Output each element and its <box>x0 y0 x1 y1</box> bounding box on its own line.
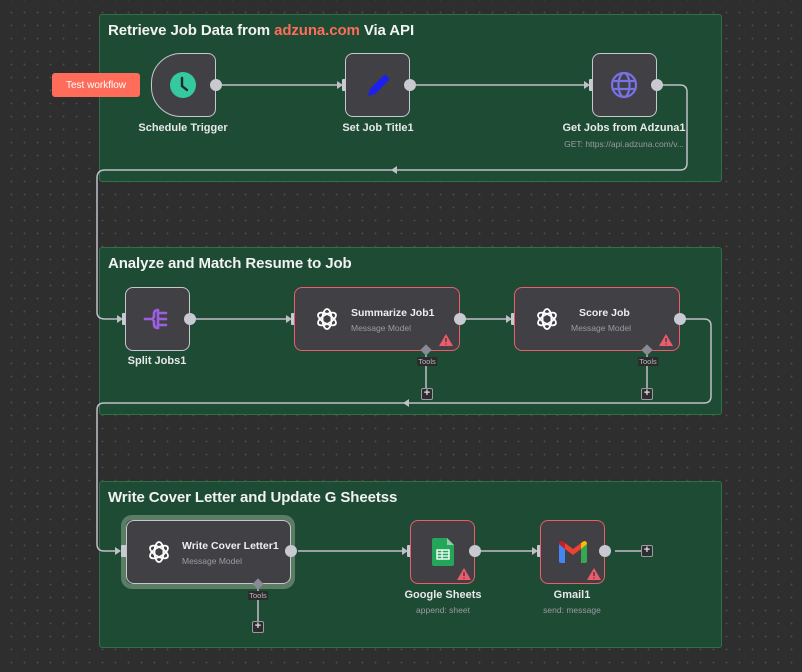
google-sheets-icon <box>431 537 455 567</box>
node-label: Get Jobs from Adzuna1 <box>562 122 686 134</box>
warning-icon <box>457 568 471 580</box>
node-subtitle: GET: https://api.adzuna.com/v... <box>564 139 684 149</box>
split-out-icon <box>142 304 172 334</box>
output-handle[interactable] <box>404 79 416 91</box>
pencil-icon <box>362 70 392 100</box>
node-subtitle: append: sheet <box>416 605 470 615</box>
node-schedule-trigger[interactable] <box>151 53 216 117</box>
add-tool-button[interactable]: + <box>421 388 433 400</box>
group-title-prefix: Retrieve Job Data from <box>108 22 275 39</box>
output-handle[interactable] <box>285 545 297 557</box>
warning-icon <box>587 568 601 580</box>
node-subtitle: send: message <box>543 605 601 615</box>
node-subtitle: Message Model <box>351 323 412 333</box>
add-tool-button[interactable]: + <box>252 621 264 633</box>
node-set-job-title[interactable] <box>345 53 410 117</box>
node-score-job[interactable]: Score Job Message Model <box>514 287 680 351</box>
output-handle[interactable] <box>599 545 611 557</box>
node-split-jobs[interactable] <box>125 287 190 351</box>
group-title: Analyze and Match Resume to Job <box>108 255 352 272</box>
output-handle[interactable] <box>184 313 196 325</box>
tools-label: Tools <box>638 357 658 366</box>
node-label: Score Job <box>579 307 630 319</box>
openai-icon <box>533 305 561 333</box>
clock-icon <box>168 70 198 100</box>
node-label: Split Jobs1 <box>127 355 187 367</box>
output-handle[interactable] <box>210 79 222 91</box>
output-handle[interactable] <box>651 79 663 91</box>
tools-label: Tools <box>417 357 437 366</box>
openai-icon <box>145 538 173 566</box>
node-subtitle: Message Model <box>182 556 243 566</box>
warning-icon <box>659 334 673 346</box>
gmail-icon <box>558 539 588 565</box>
openai-icon <box>313 305 341 333</box>
output-handle[interactable] <box>674 313 686 325</box>
node-label: Schedule Trigger <box>138 122 228 134</box>
input-handle[interactable] <box>121 545 127 557</box>
group-title-suffix: Via API <box>359 22 415 39</box>
node-label: Summarize Job1 <box>351 307 435 319</box>
node-label: Set Job Title1 <box>342 122 414 134</box>
output-handle[interactable] <box>469 545 481 557</box>
add-tool-button[interactable]: + <box>641 388 653 400</box>
group-title: Retrieve Job Data from adzuna.com Via AP… <box>108 22 414 39</box>
node-label: Google Sheets <box>404 589 482 601</box>
node-label: Gmail1 <box>553 589 591 601</box>
add-node-button[interactable]: + <box>641 545 653 557</box>
output-handle[interactable] <box>454 313 466 325</box>
node-label: Write Cover Letter1 <box>182 540 279 552</box>
node-subtitle: Message Model <box>571 323 632 333</box>
node-get-jobs-adzuna[interactable] <box>592 53 657 117</box>
test-workflow-button[interactable]: Test workflow <box>52 73 140 97</box>
node-summarize-job[interactable]: Summarize Job1 Message Model <box>294 287 460 351</box>
node-google-sheets[interactable] <box>410 520 475 584</box>
warning-icon <box>439 334 453 346</box>
group-title-link: adzuna.com <box>274 22 360 39</box>
node-gmail[interactable] <box>540 520 605 584</box>
tools-label: Tools <box>248 591 268 600</box>
globe-icon <box>609 70 639 100</box>
node-write-cover-letter[interactable]: Write Cover Letter1 Message Model <box>126 520 291 584</box>
group-title: Write Cover Letter and Update G Sheetss <box>108 489 398 506</box>
